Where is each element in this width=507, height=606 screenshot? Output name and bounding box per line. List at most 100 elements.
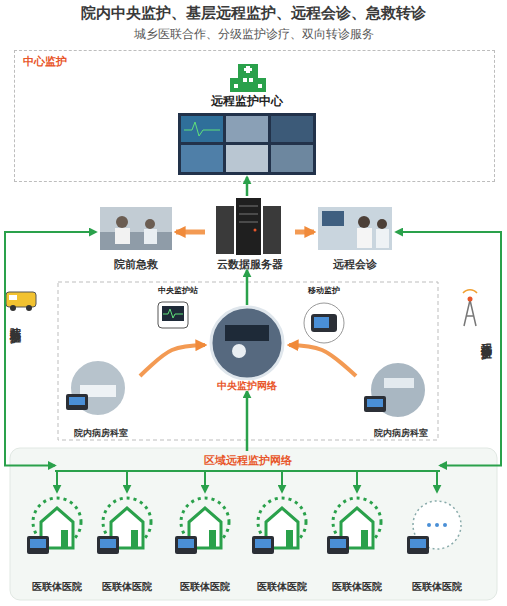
mobile-icon (304, 303, 344, 343)
consultation-box: 远程会诊 (314, 204, 396, 270)
mobile-box: 移动监护 (296, 287, 352, 347)
screen-panel (271, 145, 313, 172)
icon-screen (162, 306, 184, 321)
person-head (358, 216, 370, 228)
antenna-mast (464, 300, 476, 326)
connector (396, 232, 501, 466)
photo-frame (100, 207, 172, 250)
subtitle: 城乡医联合作、分级监护诊疗、双向转诊服务 (0, 27, 507, 42)
person-head (145, 219, 155, 229)
hospital-icon (327, 498, 381, 554)
monitor-device (364, 396, 386, 412)
icon-frame (158, 302, 188, 328)
rack-slot (239, 206, 258, 207)
site-dot (435, 523, 439, 527)
hospital-box: 医联体医院 (20, 492, 94, 592)
connector (281, 472, 283, 492)
node-label: 中心监护 (23, 56, 67, 69)
person-head (377, 219, 387, 229)
ward-box: 院内病房科室 (62, 360, 140, 438)
signal-wave (463, 290, 477, 293)
title: 院内中央监护、基层远程监护、远程会诊、急救转诊 (0, 4, 507, 23)
hospital-frame (58, 282, 438, 440)
connector (356, 472, 358, 492)
person-body (376, 229, 389, 248)
person-body (144, 229, 157, 244)
connector (176, 230, 205, 235)
screen-panel (226, 116, 268, 142)
hospital-box: 医联体医院 (400, 492, 474, 592)
node-label: 医联体医院 (257, 581, 307, 593)
node-label: 医联体医院 (180, 581, 230, 593)
monitor-screen (367, 399, 383, 407)
ward-photo (364, 362, 426, 418)
building-window (258, 84, 262, 88)
prehospital-box: 院前急救 (96, 204, 176, 270)
rack (216, 206, 234, 254)
monitor-screen (69, 397, 85, 405)
node-label: 医联体医院 (32, 581, 82, 593)
rack-slot (239, 222, 258, 223)
ambulance-icon (6, 292, 36, 311)
node-label: 远程监护中心 (211, 95, 283, 109)
monitor-bank (225, 325, 269, 341)
operator-figure (232, 344, 246, 358)
vehicle-wheel (26, 305, 32, 311)
photo-screen (322, 211, 344, 226)
monitor-device (407, 536, 429, 554)
ward-box: 院内病房科室 (356, 360, 446, 438)
connector (246, 391, 249, 451)
rack-light (254, 229, 257, 232)
building-wing (230, 78, 266, 92)
connector (126, 472, 128, 492)
hospital-box: 医联体医院 (245, 492, 319, 592)
hospital-box: 医联体医院 (320, 492, 394, 592)
hospital-icon (252, 498, 306, 554)
region-background (10, 448, 497, 600)
monitor-wall-photo (178, 113, 316, 175)
monitor-device (66, 394, 88, 410)
screen-panel (271, 116, 313, 142)
server-box: 云数据服务器 (205, 196, 295, 270)
site-dot (443, 523, 447, 527)
node-label: 中央监护网络 (215, 380, 279, 392)
node-label: 中央监护站 (158, 287, 198, 296)
hospital-icon (27, 498, 81, 554)
regional-band: 区域远程监护网络 (55, 451, 440, 472)
node-label: 医联体医院 (412, 581, 462, 593)
hospital-box: 医联体医院 (168, 492, 242, 592)
photo-frame (178, 113, 316, 175)
connector (204, 472, 206, 492)
ecg-trace (184, 122, 220, 136)
connector (295, 230, 314, 235)
screen-panel (226, 145, 268, 172)
photo-frame (318, 207, 392, 250)
server-racks (216, 198, 281, 255)
site-dot (427, 523, 431, 527)
mobile-device (311, 314, 337, 332)
building-icon (230, 64, 266, 92)
connector (5, 232, 96, 466)
edge-label: 院前急救监护 (10, 318, 21, 324)
monitoring-center: 远程监护中心 (176, 55, 318, 177)
station-icon (158, 302, 188, 328)
building-window (243, 78, 247, 82)
antenna-icon (463, 290, 477, 326)
node-label: 医联体医院 (102, 581, 152, 593)
connector (140, 345, 205, 376)
icon-frame (304, 303, 344, 343)
remote-site-icon (407, 501, 461, 554)
node-label: 远程会诊 (333, 258, 377, 270)
bed (384, 378, 414, 388)
consultation-photo (318, 207, 392, 250)
vehicle-wheel (10, 305, 16, 311)
rack (263, 206, 281, 254)
network-circle: 中央监护网络 (205, 305, 289, 391)
connector (56, 472, 58, 492)
person-body (115, 228, 130, 244)
building-cross (246, 66, 250, 73)
